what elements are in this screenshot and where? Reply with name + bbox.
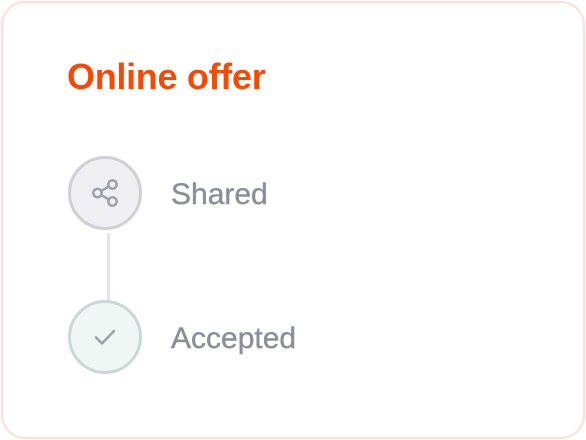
card-title: Online offer <box>67 56 266 97</box>
step-connector-line <box>107 233 110 301</box>
checkmark-icon <box>90 322 120 352</box>
step-shared-circle <box>68 156 142 230</box>
step-accepted-circle <box>68 300 142 374</box>
share-icon <box>88 176 122 210</box>
step-accepted-label: Accepted <box>171 322 297 355</box>
step-shared-label: Shared <box>171 178 268 211</box>
